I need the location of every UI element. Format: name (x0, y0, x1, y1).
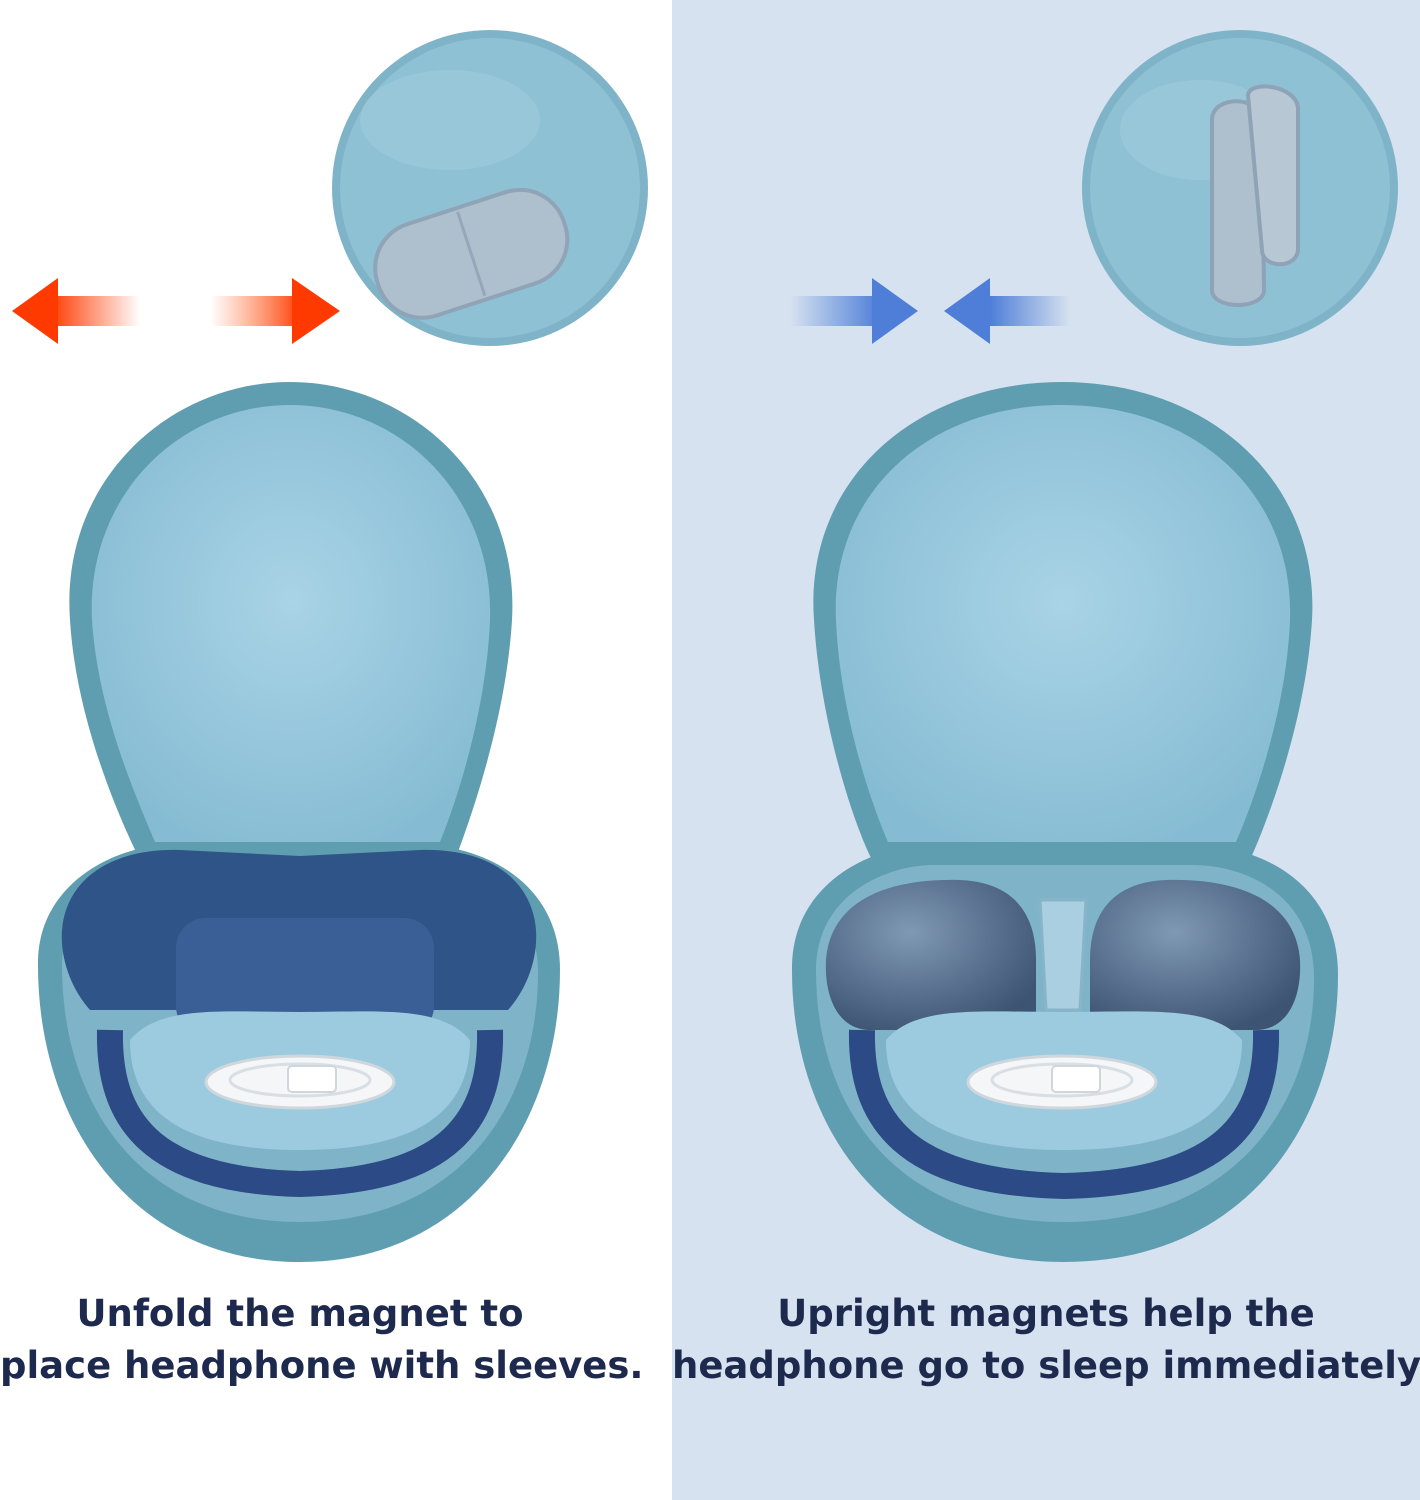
upright-magnet-closeup (1082, 30, 1398, 346)
arrow-outward-icon (12, 278, 340, 344)
flat-magnet-closeup (332, 30, 648, 346)
charging-cable-icon (966, 1054, 1158, 1110)
left-caption: Unfold the magnet to place headphone wit… (0, 1288, 644, 1392)
arrow-inward-icon (790, 278, 1070, 344)
left-caption-line-2: place headphone with sleeves. (0, 1344, 644, 1387)
case-with-headphones-asleep (791, 382, 1338, 1262)
left-caption-line-1: Unfold the magnet to (76, 1292, 524, 1335)
case-with-sleeved-headphones (37, 382, 560, 1262)
charging-cable-icon (204, 1054, 396, 1110)
right-caption: Upright magnets help the headphone go to… (672, 1288, 1420, 1392)
right-caption-line-1: Upright magnets help the (777, 1292, 1315, 1335)
right-caption-line-2: headphone go to sleep immediately. (672, 1344, 1420, 1387)
